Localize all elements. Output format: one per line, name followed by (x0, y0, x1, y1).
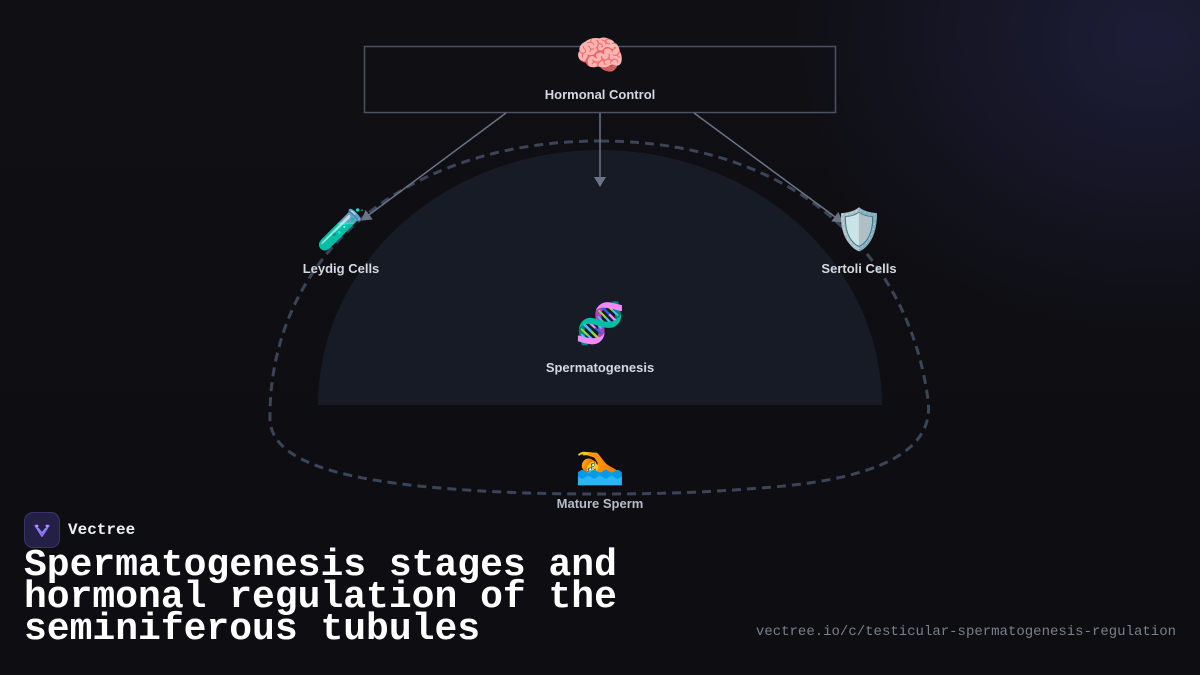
arrow-to-leydig (361, 112, 507, 221)
hormonal-control-box[interactable] (363, 45, 837, 114)
brain-icon: 🧠 (575, 33, 625, 79)
tubule-dome (318, 150, 882, 405)
sertoli-cells-label: Sertoli Cells (821, 261, 897, 276)
source-url[interactable]: vectree.io/c/testicular-spermatogenesis-… (755, 624, 1176, 640)
tubule-outline (268, 139, 931, 496)
spermatogenesis-label: Spermatogenesis (545, 360, 655, 375)
test-tube-icon: 🧪 (316, 207, 366, 253)
dna-icon: 🧬 (575, 301, 625, 347)
mature-sperm-label: Mature Sperm (556, 496, 644, 511)
shield-icon: 🛡️ (834, 207, 884, 253)
page-title: Spermatogenesis stages and hormonal regu… (24, 544, 617, 651)
swimmer-icon: 🏊 (575, 441, 625, 487)
brand-name: Vectree (68, 521, 136, 539)
arrow-to-sertoli (693, 112, 843, 223)
leydig-cells-label: Leydig Cells (302, 261, 380, 276)
brand: Vectree (24, 512, 135, 548)
hormonal-control-label: Hormonal Control (544, 87, 656, 102)
vectree-logo-icon (24, 512, 60, 548)
